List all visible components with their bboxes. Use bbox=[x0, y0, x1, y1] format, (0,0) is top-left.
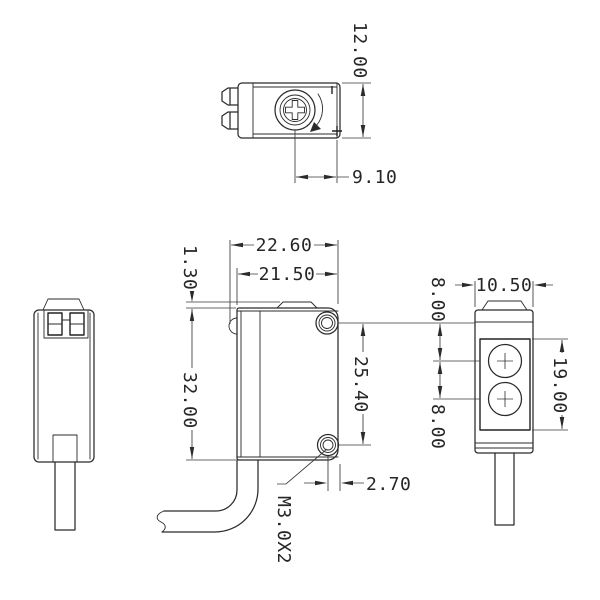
dim-arrowhead bbox=[325, 271, 337, 277]
top-view bbox=[221, 82, 342, 183]
dim-overall-width-label: 22.60 bbox=[256, 235, 313, 256]
dim-hole-pitch-label: 25.40 bbox=[350, 356, 371, 413]
dim-arrowhead bbox=[462, 282, 474, 288]
dim-body-width-label: 21.50 bbox=[259, 264, 316, 285]
plus-mark-icon bbox=[332, 126, 342, 136]
dim-arrowhead bbox=[437, 348, 443, 360]
dim-arrowhead bbox=[324, 174, 336, 180]
dim-screw-offset-label: 9.10 bbox=[352, 167, 397, 188]
connector-slot-right bbox=[69, 312, 85, 336]
dim-arrowhead bbox=[534, 282, 546, 288]
adjuster-screw-mid-circle bbox=[279, 94, 311, 126]
front-view-top-lip bbox=[276, 301, 318, 309]
phillips-cross-icon bbox=[285, 100, 305, 120]
dim-top-depth-extensions bbox=[342, 82, 371, 139]
dim-lens-chain: 8.00 8.00 bbox=[427, 277, 480, 449]
dim-overall-width: 22.60 bbox=[229, 235, 339, 324]
connector-slot-left bbox=[47, 312, 63, 336]
top-view-body bbox=[237, 82, 341, 139]
thread-leader-line bbox=[277, 448, 328, 485]
lens-crosshairs bbox=[497, 353, 513, 407]
dim-top-depth-label: 12.00 bbox=[349, 22, 370, 79]
cable-break-symbol bbox=[156, 510, 166, 533]
dim-side-width-label: 10.50 bbox=[476, 275, 533, 296]
front-view-cable bbox=[161, 459, 259, 533]
top-mounting-hole-mid bbox=[318, 314, 336, 332]
dim-lens-chain-extensions bbox=[433, 360, 480, 400]
front-view-side-bump bbox=[228, 317, 238, 335]
left-view-body bbox=[33, 309, 95, 463]
dim-arrowhead bbox=[189, 447, 195, 459]
rotation-arrow-head-icon bbox=[310, 122, 321, 132]
right-view-body bbox=[474, 309, 534, 454]
thread-callout-label: M3.0X2 bbox=[273, 496, 294, 564]
left-side-view bbox=[33, 298, 95, 531]
connector-block-outline bbox=[43, 310, 89, 339]
front-view-body bbox=[236, 307, 339, 461]
dim-arrowhead bbox=[437, 324, 443, 336]
right-view-top-bump bbox=[481, 300, 528, 311]
dim-side-width-extensions bbox=[474, 281, 534, 307]
right-view-cable bbox=[494, 452, 515, 526]
dim-top-depth: 12.00 bbox=[342, 22, 371, 139]
dim-arrowhead bbox=[360, 125, 366, 137]
lens-circle-upper bbox=[487, 343, 523, 379]
dim-lip-and-height: 1.30 32.00 bbox=[179, 245, 280, 461]
left-view-inner-edges bbox=[37, 312, 91, 460]
dim-arrowhead bbox=[437, 386, 443, 398]
dim-screw-offset: 9.10 bbox=[296, 140, 397, 188]
connector-bridge bbox=[47, 319, 85, 325]
top-view-mounting-tabs bbox=[221, 87, 239, 130]
dim-arrowhead bbox=[360, 84, 366, 96]
dim-arrowhead bbox=[341, 480, 353, 486]
dim-height-extensions bbox=[186, 301, 280, 461]
dim-overall-width-extensions bbox=[229, 240, 339, 324]
dim-thread-callout: M3.0X2 bbox=[273, 448, 328, 564]
dim-top-to-lens-label: 8.00 bbox=[427, 277, 448, 322]
dim-body-height-label: 32.00 bbox=[179, 372, 200, 429]
dim-hole-pitch-extensions bbox=[338, 322, 475, 446]
dim-arrowhead bbox=[360, 432, 366, 444]
dim-body-width: 21.50 bbox=[236, 264, 337, 305]
dim-hole-edge-label: 2.70 bbox=[366, 474, 411, 495]
dim-hole-edge-offset: 2.70 bbox=[304, 456, 411, 495]
left-view-cable-gland bbox=[52, 434, 78, 463]
dim-arrowhead bbox=[296, 174, 308, 180]
left-view-top-bump bbox=[42, 298, 85, 311]
dim-arrowhead bbox=[231, 242, 243, 248]
dim-arrowhead bbox=[325, 242, 337, 248]
dim-lens-pitch-label: 8.00 bbox=[427, 404, 448, 449]
dim-side-width: 10.50 bbox=[455, 275, 553, 307]
dim-hole-edge-extensions bbox=[327, 456, 341, 491]
dim-arrowhead bbox=[559, 417, 565, 429]
dim-arrowhead bbox=[189, 309, 195, 321]
dim-arrowhead bbox=[559, 340, 565, 352]
dim-arrowhead bbox=[238, 271, 250, 277]
dim-arrowhead bbox=[315, 480, 327, 486]
dim-arrowhead bbox=[360, 324, 366, 336]
dim-arrowhead bbox=[189, 291, 195, 302]
rotation-arrow-arc bbox=[315, 93, 324, 127]
top-mounting-hole-inner bbox=[321, 317, 333, 329]
dim-window-height-extensions bbox=[532, 338, 568, 431]
optical-window bbox=[479, 338, 531, 431]
dim-hole-pitch: 25.40 bbox=[338, 322, 475, 446]
right-view-band-lines bbox=[474, 321, 534, 449]
dim-lip-height-label: 1.30 bbox=[179, 245, 200, 290]
adjuster-screw-outer-circle bbox=[274, 89, 316, 131]
bottom-mounting-hole-inner bbox=[322, 439, 334, 451]
left-view-cable bbox=[54, 461, 76, 531]
bottom-mounting-hole-mid bbox=[320, 437, 336, 453]
front-view-inner-lines bbox=[236, 310, 339, 458]
dim-arrowhead bbox=[437, 362, 443, 374]
lens-circle-lower bbox=[487, 381, 523, 417]
top-view-inner-lines bbox=[252, 82, 338, 139]
dim-window-height-label: 19.00 bbox=[549, 357, 570, 414]
adjuster-screw-inner-circle bbox=[283, 98, 307, 122]
right-side-view bbox=[474, 300, 534, 526]
dimension-annotations: 12.00 9.10 22.60 21.50 bbox=[179, 22, 570, 564]
dim-window-height: 19.00 bbox=[532, 338, 570, 431]
